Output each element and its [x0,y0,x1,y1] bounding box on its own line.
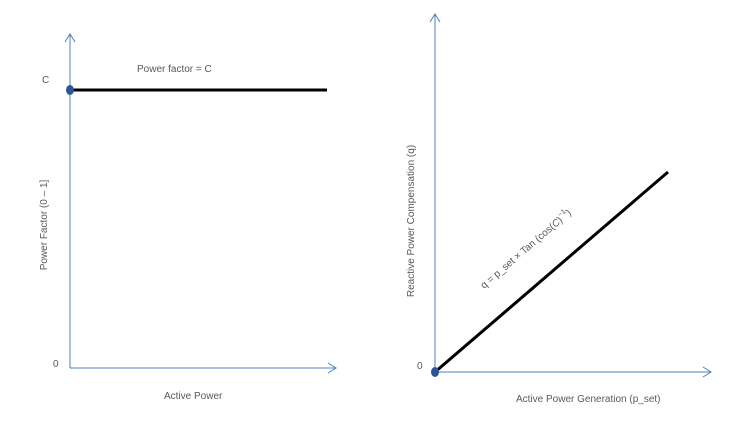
equation-close: ) [555,215,565,226]
power-factor-start-point [66,85,74,95]
right-panel: 0 Active Power Generation (p_set) Reacti… [406,13,712,405]
left-x-axis-label: Active Power [164,391,223,402]
reactive-power-origin-point [431,367,439,377]
right-x-axis-arrow [702,366,712,378]
right-y-axis-arrow [429,13,441,23]
left-x-axis-arrow [327,362,337,374]
equation-superscript: −1 [557,208,568,219]
reactive-power-line [434,170,669,374]
equation-main: q = p_set × Tan (cos( [479,221,558,291]
equation-end: ) [564,208,574,219]
left-y-axis-label: Power Factor (0 – 1] [39,179,50,270]
left-tick-zero: 0 [53,359,59,370]
power-factor-line-label: Power factor = C [137,64,212,75]
reactive-power-equation: q = p_set × Tan (cos(C)−1) [477,206,573,291]
left-y-axis-arrow [64,33,76,43]
left-panel: C 0 Power factor = C Active Power Power … [39,33,337,402]
right-x-axis-label: Active Power Generation (p_set) [516,394,661,405]
left-tick-c: C [42,75,49,86]
right-y-axis-label: Reactive Power Compensation (q) [406,145,417,297]
right-tick-zero: 0 [417,361,423,372]
